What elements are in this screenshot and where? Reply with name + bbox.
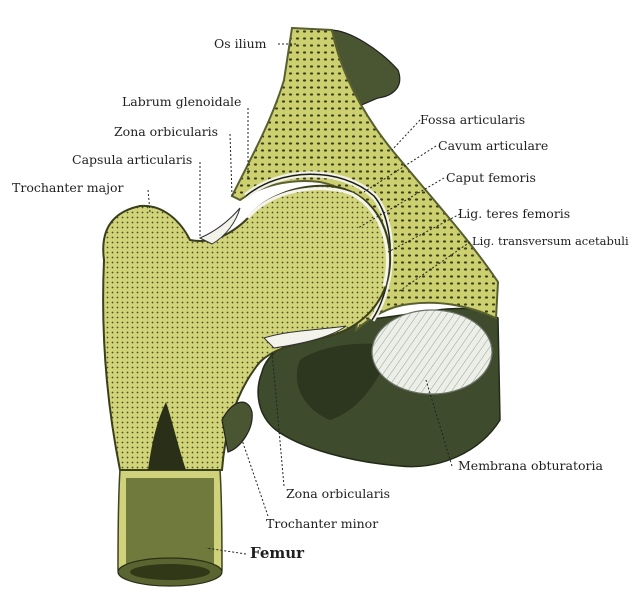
femur-proximal-shape (102, 184, 392, 471)
label-fossa-articularis: Fossa articularis (420, 112, 526, 127)
label-lig-transversum-acetabuli: Lig. transversum acetabuli (472, 234, 629, 248)
label-zona-orbicularis-bottom: Zona orbicularis (286, 486, 391, 501)
label-capsula-articularis: Capsula articularis (72, 152, 193, 167)
membrana-obturatoria-shape (371, 309, 493, 395)
label-labrum-glenoidale: Labrum glenoidale (122, 94, 242, 109)
label-os-ilium: Os ilium (214, 36, 267, 51)
label-trochanter-major: Trochanter major (12, 180, 124, 195)
label-trochanter-minor: Trochanter minor (266, 516, 379, 531)
os-ilium-shape (230, 26, 500, 333)
label-membrana-obturatoria: Membrana obturatoria (458, 458, 603, 473)
label-caput-femoris: Caput femoris (446, 170, 536, 185)
trochanter-minor-shape (221, 401, 253, 453)
label-femur: Femur (250, 544, 305, 562)
label-zona-orbicularis-top: Zona orbicularis (114, 124, 219, 139)
label-cavum-articulare: Cavum articulare (438, 138, 549, 153)
label-lig-teres-femoris: Lig. teres femoris (458, 206, 571, 221)
